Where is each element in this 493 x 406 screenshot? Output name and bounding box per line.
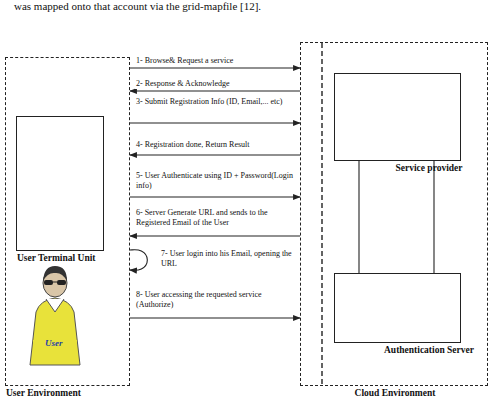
icon-label: User [45,338,63,348]
edge-label: 6- Server Generate URL and sends to the … [135,208,297,227]
connector [130,90,300,91]
server-box: Authentication Server [334,273,461,343]
cloud-inner-dash [321,43,322,385]
connector [358,161,359,273]
box-label: User Terminal Unit [17,253,95,265]
connector [130,250,147,271]
connector [130,154,300,155]
edge-label: 5- User Authenticate using ID + Password… [135,171,297,190]
edge-label: 4- Registration done, Return Result [135,140,251,150]
region-heading: Cloud Environment [355,388,436,398]
box-label: Service provider [395,163,462,175]
caption-fragment: was mapped onto that account via the gri… [14,0,261,12]
connector [130,196,300,197]
region-heading: User Environment [6,388,81,398]
environment-region: Cloud EnvironmentService providerAuthent… [300,42,488,386]
edge-label: 8- User accessing the requested service … [135,290,297,309]
edge-label: 2- Response & Acknowledge [135,79,231,89]
server-box: Service provider [334,73,461,161]
connector [130,317,300,318]
connector [433,161,434,273]
connector [130,67,300,68]
terminal-box: User Terminal Unit [16,116,104,251]
edge-label: 3- Submit Registration Info (ID, Email,.… [135,97,283,107]
edge-label: 7- User login into his Email, opening th… [160,249,297,268]
environment-region: User EnvironmentUser Terminal Unit [5,57,130,386]
edge-label: 1- Browse& Request a service [135,56,234,66]
box-label: Authentication Server [384,345,474,357]
user-icon [30,266,80,365]
connector [130,122,300,123]
connector [130,235,300,236]
